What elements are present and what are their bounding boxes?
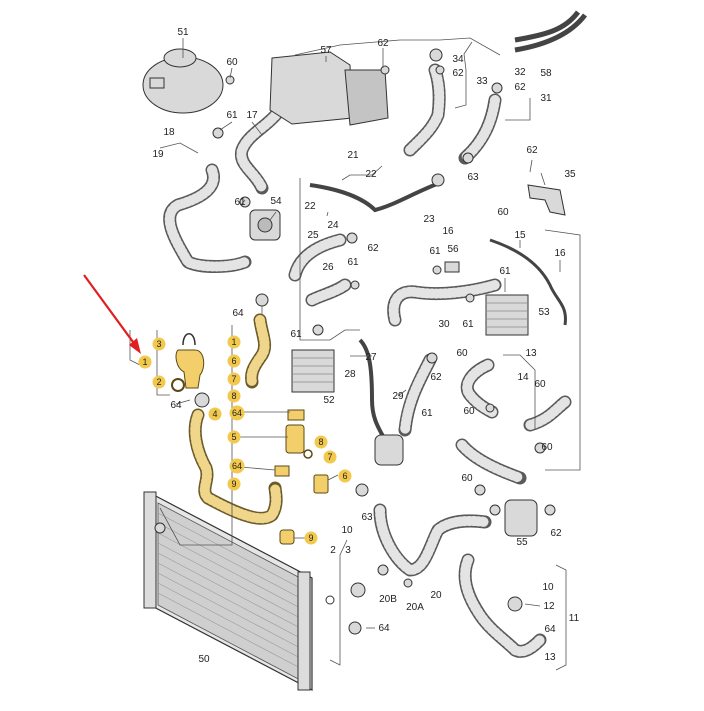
label-h4: 4 <box>212 409 217 419</box>
label-p26: 26 <box>322 262 334 273</box>
label-p61e: 61 <box>499 266 511 277</box>
label-p28: 28 <box>344 369 356 380</box>
label-p58: 58 <box>540 68 552 79</box>
label-p60b: 60 <box>497 207 509 218</box>
label-p33: 33 <box>476 76 488 87</box>
label-p64-pre: 64 <box>170 400 182 411</box>
label-p3a: 3 <box>345 545 351 556</box>
label-p62d: 62 <box>526 145 538 156</box>
label-p31: 31 <box>540 93 552 104</box>
highlight-badges <box>138 335 352 545</box>
part-labels: 51 60 57 62 34 62 33 32 62 58 31 61 17 1… <box>152 27 579 665</box>
label-h5: 5 <box>231 432 236 442</box>
label-p55: 55 <box>516 537 528 548</box>
label-p20a: 20A <box>406 602 424 613</box>
label-p63b: 63 <box>361 512 373 523</box>
label-p60c: 60 <box>456 348 468 359</box>
label-p18: 18 <box>163 127 175 138</box>
label-p30: 30 <box>438 319 450 330</box>
label-p13a: 13 <box>525 348 537 359</box>
label-p61b: 61 <box>234 197 246 208</box>
label-p17: 17 <box>246 110 258 121</box>
label-p60e: 60 <box>463 406 475 417</box>
label-p50: 50 <box>198 654 210 665</box>
label-h7a: 7 <box>231 374 236 384</box>
label-p64c: 64 <box>544 624 556 635</box>
label-h7b: 7 <box>327 452 332 462</box>
label-p61a: 61 <box>226 110 238 121</box>
label-p34: 34 <box>452 54 464 65</box>
label-p63a: 63 <box>467 172 479 183</box>
label-h64b: 64 <box>232 461 242 471</box>
label-p64b: 64 <box>378 623 390 634</box>
label-p20: 20 <box>430 590 442 601</box>
label-h2: 2 <box>156 377 161 387</box>
label-p13b: 13 <box>544 652 556 663</box>
label-p23: 23 <box>423 214 435 225</box>
label-p51: 51 <box>177 27 189 38</box>
label-p14: 14 <box>517 372 529 383</box>
label-p16b: 16 <box>554 248 566 259</box>
label-p56: 56 <box>447 244 459 255</box>
label-p62g: 62 <box>550 528 562 539</box>
label-p61f: 61 <box>462 319 474 330</box>
label-p20b: 20B <box>379 594 397 605</box>
label-p16a: 16 <box>442 226 454 237</box>
label-p62a: 62 <box>377 38 389 49</box>
label-h64a: 64 <box>232 408 242 418</box>
label-p2a: 2 <box>330 545 336 556</box>
label-h1a: 1 <box>142 357 147 367</box>
label-p19: 19 <box>152 149 164 160</box>
label-p12: 12 <box>543 601 555 612</box>
label-p24: 24 <box>327 220 339 231</box>
label-p60g: 60 <box>461 473 473 484</box>
leader-lines <box>129 37 581 671</box>
label-p35: 35 <box>564 169 576 180</box>
label-p10b: 10 <box>542 582 554 593</box>
label-h3: 3 <box>156 339 161 349</box>
label-h9a: 9 <box>231 479 236 489</box>
label-p29: 29 <box>392 391 404 402</box>
label-p25: 25 <box>307 230 319 241</box>
pointer-arrow <box>83 274 141 354</box>
components <box>142 48 566 635</box>
label-h8a: 8 <box>231 391 236 401</box>
hoses <box>163 10 587 658</box>
label-p61c: 61 <box>429 246 441 257</box>
label-p32: 32 <box>514 67 526 78</box>
label-p52: 52 <box>323 395 335 406</box>
label-p62f: 62 <box>430 372 442 383</box>
label-p54: 54 <box>270 196 282 207</box>
label-h1b: 1 <box>231 337 236 347</box>
label-h8b: 8 <box>318 437 323 447</box>
label-h6a: 6 <box>231 356 236 366</box>
label-p27: 27 <box>365 352 377 363</box>
label-p60d: 60 <box>534 379 546 390</box>
label-h6b: 6 <box>342 471 347 481</box>
label-p62c: 62 <box>514 82 526 93</box>
highlighted-hoses <box>188 313 283 525</box>
label-p57: 57 <box>320 45 332 56</box>
label-p15: 15 <box>514 230 526 241</box>
label-p11: 11 <box>569 613 580 624</box>
label-p53: 53 <box>538 307 550 318</box>
label-p60a: 60 <box>226 57 238 68</box>
label-p22b: 22 <box>304 201 316 212</box>
label-p64a: 64 <box>232 308 244 319</box>
label-p22a: 22 <box>365 169 377 180</box>
label-p61g: 61 <box>290 329 302 340</box>
label-p60f: 60 <box>541 442 553 453</box>
radiator <box>143 491 313 691</box>
label-p62e: 62 <box>367 243 379 254</box>
label-p21: 21 <box>347 150 359 161</box>
label-p61h: 61 <box>421 408 433 419</box>
highlighted-labels: 3 1 2 4 1 6 7 8 64 5 8 7 64 9 6 9 <box>142 337 347 543</box>
label-p10a: 10 <box>341 525 353 536</box>
label-p62b: 62 <box>452 68 464 79</box>
label-p61d: 61 <box>347 257 359 268</box>
label-h9b: 9 <box>308 533 313 543</box>
